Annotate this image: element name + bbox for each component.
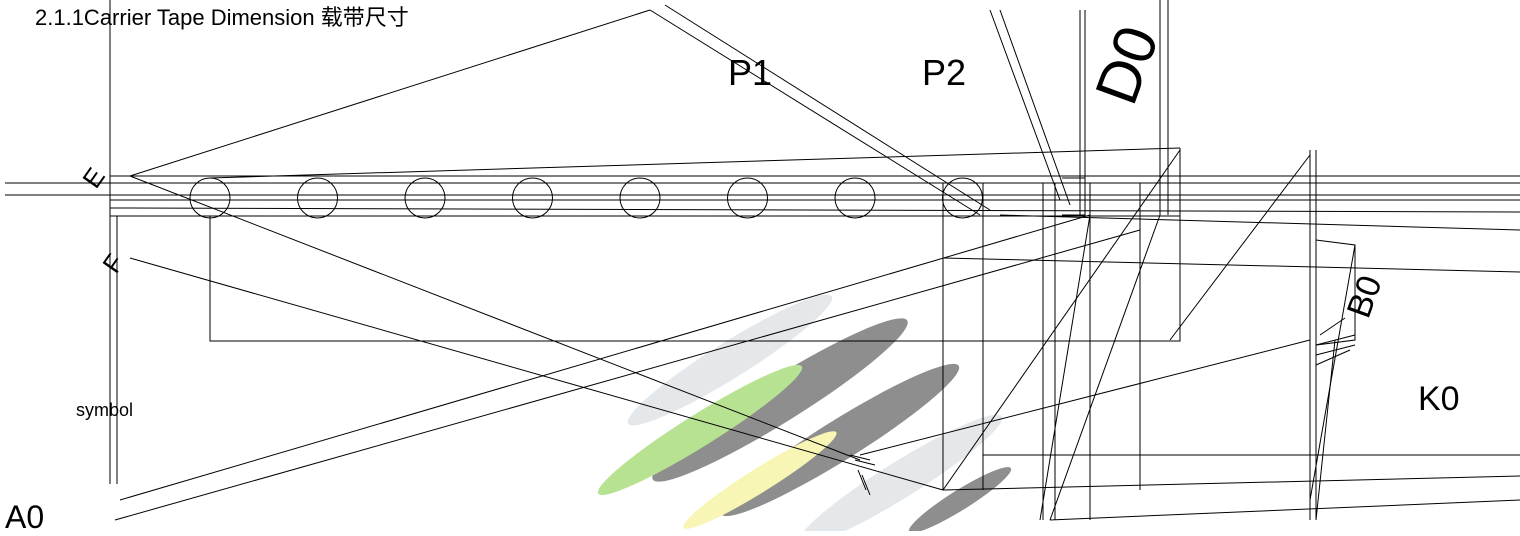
- sprocket-hole: [189, 177, 231, 219]
- label-p1: P1: [728, 52, 772, 93]
- label-k0: K0: [1418, 380, 1460, 418]
- label-e: E: [76, 162, 111, 193]
- leader-lines: [114, 4, 1356, 521]
- sprocket-hole: [619, 177, 661, 219]
- label-f: F: [96, 248, 130, 278]
- sprocket-holes: [189, 177, 983, 219]
- label-a0: A0: [5, 499, 44, 531]
- watermark-logo: [597, 294, 1012, 536]
- sprocket-hole: [727, 177, 768, 219]
- sprocket-hole: [942, 177, 983, 219]
- label-symbol: symbol: [76, 400, 133, 420]
- sprocket-hole: [404, 177, 446, 219]
- sprocket-hole: [834, 177, 876, 219]
- label-p2: P2: [922, 52, 966, 93]
- sprocket-hole: [512, 177, 553, 219]
- label-b0: B0: [1340, 271, 1390, 323]
- label-d0: D0: [1082, 17, 1171, 112]
- sprocket-hole: [297, 177, 338, 219]
- tape-outline: [5, 0, 1520, 521]
- diagram-title: 2.1.1Carrier Tape Dimension 载带尺寸: [35, 5, 409, 30]
- hatch-marks: [849, 177, 1356, 496]
